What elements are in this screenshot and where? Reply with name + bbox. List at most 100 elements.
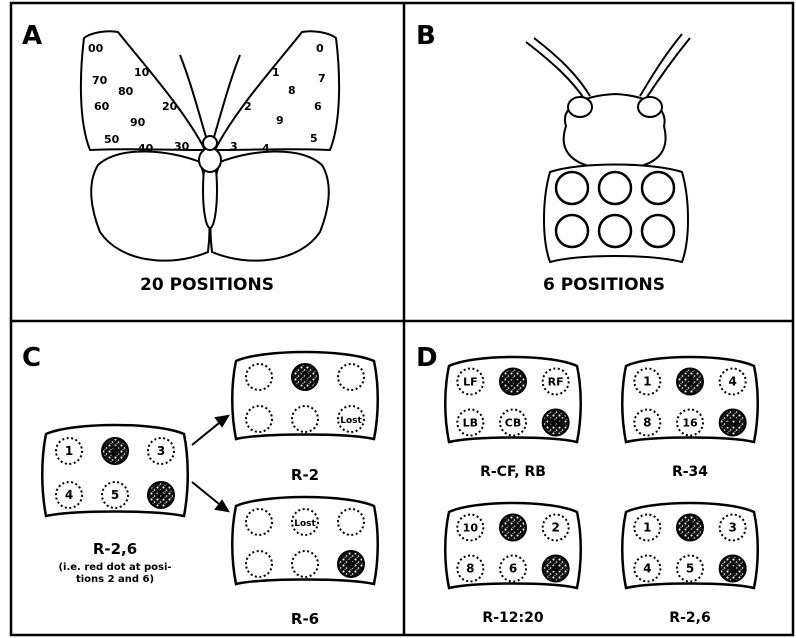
position-label: 2 xyxy=(301,370,309,384)
left-antenna-b-inner xyxy=(534,38,590,96)
thorax-position-dot xyxy=(599,172,631,204)
position-dot xyxy=(246,551,272,577)
card-c-bottom-caption: R-6 xyxy=(291,610,319,628)
position-label: CB xyxy=(505,417,521,430)
right-antenna-b xyxy=(645,38,690,100)
position-dot xyxy=(292,406,318,432)
wing-number: 00 xyxy=(88,42,104,55)
position-label: 10 xyxy=(463,522,479,535)
position-dot xyxy=(292,551,318,577)
wing-number: 60 xyxy=(94,100,110,113)
position-label: 2 xyxy=(551,521,559,535)
panel-d-letter: D xyxy=(416,343,438,373)
position-label: LB xyxy=(463,417,478,430)
wing-number: 70 xyxy=(92,74,108,87)
card-c-top-caption: R-2 xyxy=(291,466,319,484)
wing-number: 20 xyxy=(162,100,178,113)
panel-b-letter: B xyxy=(416,21,436,51)
wing-number: 3 xyxy=(230,140,238,153)
wing-number: 4 xyxy=(262,142,270,155)
panel-c-letter: C xyxy=(22,343,41,373)
card-d-caption: R-34 xyxy=(672,464,708,480)
position-label: 2 xyxy=(686,521,694,535)
card-c-source: 1 2 3 4 5 6 xyxy=(42,425,188,516)
position-label: 2 xyxy=(686,375,694,389)
wing-number: 2 xyxy=(244,100,252,113)
position-label: 2 xyxy=(111,444,119,458)
panel-a-caption: 20 POSITIONS xyxy=(140,275,274,295)
position-label: 16 xyxy=(682,417,698,430)
butterfly-thorax xyxy=(199,148,221,172)
position-label: CF xyxy=(505,376,521,389)
position-label: 6 xyxy=(157,488,165,502)
right-hindwing xyxy=(210,151,328,260)
panel-a: A 00 10 70 8 0 60 20 90 50 40 30 xyxy=(22,21,339,295)
position-label: 6 xyxy=(347,557,355,571)
thorax-position-dot xyxy=(642,215,674,247)
wing-number: 8 xyxy=(288,84,296,97)
thorax-position-dot xyxy=(556,172,588,204)
position-dot xyxy=(246,509,272,535)
thorax-position-dot xyxy=(642,172,674,204)
card-c-note-line2: tions 2 and 6) xyxy=(76,574,154,585)
position-label: 1 xyxy=(643,521,651,535)
wing-number: 5 xyxy=(310,132,318,145)
right-compound-eye xyxy=(638,97,662,117)
position-label: 8 xyxy=(466,562,474,576)
position-label: Lost xyxy=(340,416,362,426)
position-label: 32 xyxy=(725,417,740,430)
panel-c: C 1234562LostLost6 R-2,6 (i.e. red dot a… xyxy=(22,343,378,628)
position-label: 8 xyxy=(643,416,651,430)
wing-number: 0 xyxy=(316,42,324,55)
card-d-caption: R-CF, RB xyxy=(480,464,546,480)
position-label: 6 xyxy=(509,562,517,576)
card-d-caption: R-12:20 xyxy=(482,610,543,626)
position-label: 4 xyxy=(65,488,73,502)
thorax-position-dot xyxy=(599,215,631,247)
card-d-3: 10 12 2 8 6 4 xyxy=(445,503,581,588)
card-c-note-line1: (i.e. red dot at posi- xyxy=(58,562,171,573)
butterfly-head xyxy=(203,136,217,150)
position-label: 12 xyxy=(505,522,520,535)
card-c-source-caption: R-2,6 xyxy=(93,540,137,558)
position-label: 3 xyxy=(157,444,165,458)
butterfly-drawing xyxy=(81,31,339,260)
position-label: 3 xyxy=(728,521,736,535)
panel-a-letter: A xyxy=(22,21,42,51)
right-antenna-b-inner xyxy=(640,34,682,96)
card-d-2: 1 2 4 8 16 32 xyxy=(622,357,758,442)
position-label: 4 xyxy=(551,562,559,576)
wing-number: 10 xyxy=(134,66,150,79)
position-label: 5 xyxy=(111,488,119,502)
wing-number: 7 xyxy=(318,72,326,85)
card-c-bottom: Lost 6 xyxy=(232,497,378,584)
card-d-4: 123456 xyxy=(622,503,758,588)
position-label: RB xyxy=(547,417,564,430)
wing-number: 6 xyxy=(314,100,322,113)
position-dot xyxy=(338,509,364,535)
position-label: 4 xyxy=(643,562,651,576)
wing-number: 30 xyxy=(174,140,190,153)
position-dot xyxy=(246,364,272,390)
left-hindwing xyxy=(91,151,209,260)
card-d-caption: R-2,6 xyxy=(669,610,710,626)
wing-number: 9 xyxy=(276,114,284,127)
position-label: 1 xyxy=(65,444,73,458)
left-compound-eye xyxy=(568,97,592,117)
panel-b: B 6 POSITIONS xyxy=(416,21,690,295)
arrows xyxy=(192,416,228,511)
thorax-position-dot xyxy=(556,215,588,247)
wing-number: 50 xyxy=(104,133,120,146)
wing-number: 40 xyxy=(138,142,154,155)
position-dot xyxy=(246,406,272,432)
position-dot xyxy=(338,364,364,390)
position-label: 6 xyxy=(728,562,736,576)
position-label: RF xyxy=(548,376,564,389)
position-label: 4 xyxy=(728,375,736,389)
position-label: 1 xyxy=(643,375,651,389)
wing-number: 90 xyxy=(130,116,146,129)
position-label: Lost xyxy=(294,519,316,529)
